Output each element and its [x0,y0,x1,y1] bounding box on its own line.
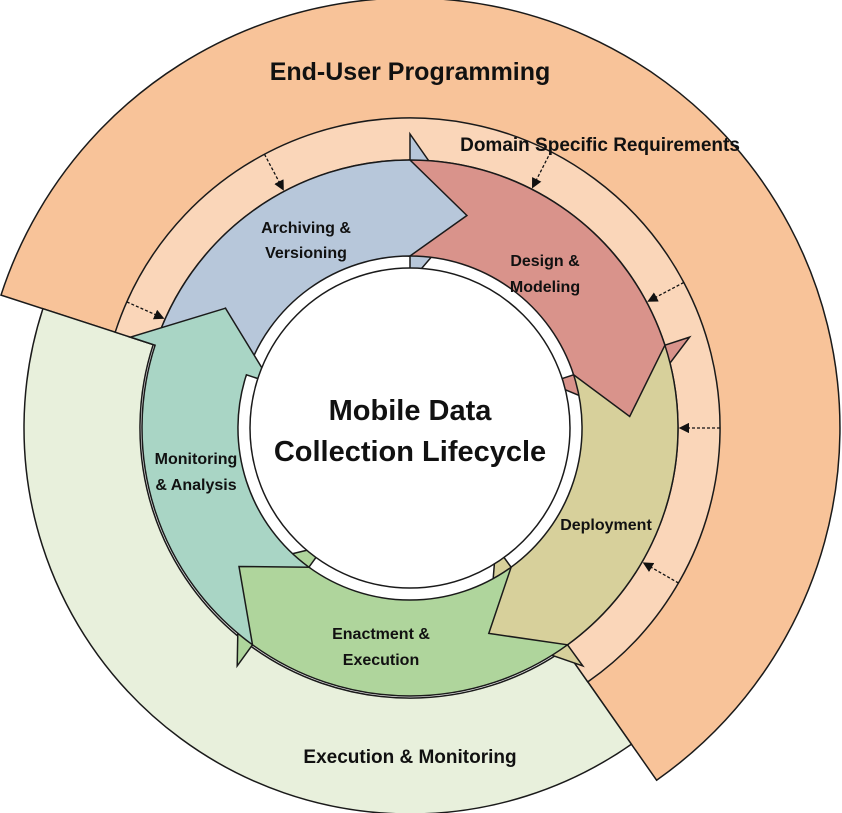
deployment-segment-arrow [488,343,679,668]
monitoring-segment-arrow [127,307,312,647]
center-circle [249,267,571,589]
requirement-arrow-0 [263,153,284,191]
arrows-layer [126,151,720,584]
requirement-arrow-2 [647,281,685,302]
monitoring-label-1: Monitoring [155,451,238,468]
end-user-programming-label: End-User Programming [270,58,551,86]
enactment-label-2: Execution [343,652,419,669]
segments-layer [127,131,692,697]
design-segment-arrow [407,159,692,418]
center-title-line2: Collection Lifecycle [274,436,546,468]
center-title-line1: Mobile Data [329,395,493,427]
archiving-label-1: Archiving & [261,220,351,237]
monitoring-label-2: & Analysis [155,477,236,494]
archiving-segment-arrow [153,131,468,378]
requirement-arrow-4 [642,562,679,584]
design-label-2: Modeling [510,279,580,296]
archiving-label-2: Versioning [265,245,347,262]
execution-monitoring-label: Execution & Monitoring [303,747,516,768]
domain-requirements-label: Domain Specific Requirements [460,135,740,156]
design-label-1: Design & [510,253,580,270]
enactment-label-1: Enactment & [332,626,430,643]
requirement-arrow-1 [532,151,552,189]
execution-monitoring-band [23,307,633,813]
deployment-label: Deployment [560,517,652,534]
requirement-arrow-5 [126,301,165,320]
enactment-segment-arrow [236,544,570,697]
